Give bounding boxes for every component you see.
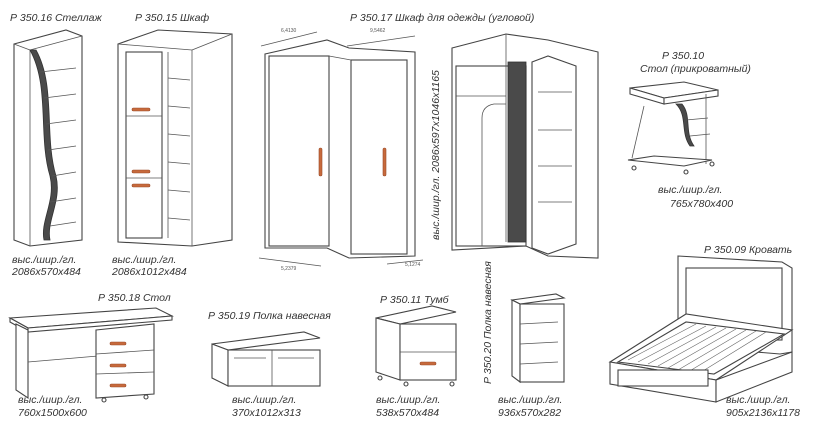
item-dims-label-350-10: выс./шир./гл.: [658, 184, 723, 196]
item-subtitle-350-10: Стол (прикроватный): [640, 63, 751, 75]
item-title-350-18: Р 350.18 Стол: [98, 292, 171, 304]
item-dims-label-350-09: выс./шир./гл.: [726, 394, 791, 406]
corner-dim-c: 5,2379: [281, 266, 297, 272]
item-dims-label-350-16: выс./шир./гл.: [12, 254, 77, 266]
item-dims-label-350-11: выс./шир./гл.: [376, 394, 441, 406]
item-dims-350-15: 2086х1012х484: [112, 266, 187, 278]
shelving-unit-drawing: [13, 29, 83, 247]
item-dims-label-350-15: выс./шир./гл.: [112, 254, 177, 266]
item-title-350-11: Р 350.11 Тумб: [380, 294, 449, 306]
item-dims-350-20: 936х570х282: [498, 407, 562, 419]
nightstand-drawing: [375, 305, 457, 387]
corner-wardrobe-closed-drawing: [258, 31, 424, 267]
corner-dim-b: 9,5462: [370, 28, 386, 34]
item-dims-350-16: 2086х570х484: [12, 266, 81, 278]
item-title-350-20: Р 350.20 Полка навесная: [482, 261, 494, 384]
item-title-350-16: Р 350.16 Стеллаж: [10, 12, 102, 24]
item-dims-350-19: 370х1012х313: [232, 407, 301, 419]
item-dims-350-11: 538х570х484: [376, 407, 440, 419]
wardrobe-drawing: [117, 29, 233, 247]
wall-shelf-horizontal-drawing: [211, 331, 321, 387]
item-title-350-17: Р 350.17 Шкаф для одежды (угловой): [350, 12, 535, 24]
item-title-350-15: Р 350.15 Шкаф: [135, 12, 210, 24]
corner-wardrobe-open-drawing: [451, 33, 599, 259]
item-dims-label-350-19: выс./шир./гл.: [232, 394, 297, 406]
item-title-350-10: Р 350.10: [662, 50, 705, 62]
item-dims-350-18: 760х1500х600: [18, 407, 87, 419]
item-dims-label-350-20: выс./шир./гл.: [498, 394, 563, 406]
item-title-350-09: Р 350.09 Кровать: [704, 244, 793, 256]
item-dims-350-10: 765х780х400: [670, 198, 734, 210]
item-dims-label-350-18: выс./шир./гл.: [18, 394, 83, 406]
bed-drawing: [608, 255, 794, 403]
desk-drawing: [8, 307, 175, 403]
wall-shelf-vertical-drawing: [510, 293, 566, 384]
corner-dim-d: 5,1274: [405, 262, 421, 268]
item-dims-350-09: 905х2136х1178: [726, 407, 800, 419]
item-title-350-19: Р 350.19 Полка навесная: [208, 310, 331, 322]
bedside-table-drawing: [627, 81, 719, 175]
corner-dim-a: 6,4130: [281, 28, 297, 34]
item-dims-label-350-17: выс./шир./гл. 2086х597х1046х1165: [430, 70, 442, 240]
